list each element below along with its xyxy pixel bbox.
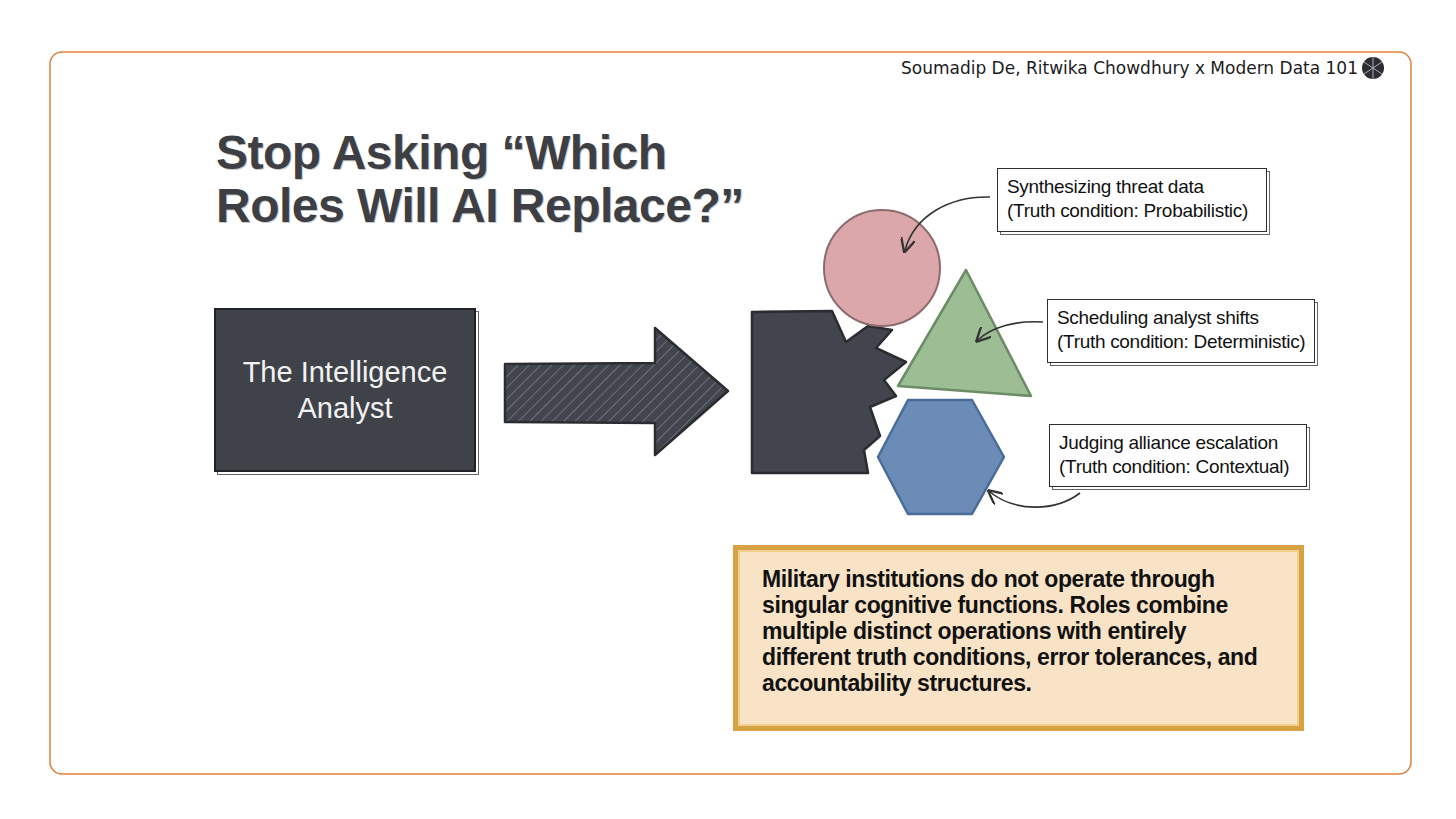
author-credit: Soumadip De, Ritwika Chowdhury x Modern … xyxy=(901,58,1358,78)
role-box: The Intelligence Analyst xyxy=(214,308,476,472)
hexagon-shape xyxy=(878,400,1004,514)
logo-icon xyxy=(1362,57,1384,79)
note-box: Military institutions do not operate thr… xyxy=(733,545,1304,731)
leader-line xyxy=(905,197,990,250)
frame-border xyxy=(50,52,1411,774)
node-subtext: (Truth condition: Contextual) xyxy=(1059,455,1297,479)
circle-shape xyxy=(824,210,940,326)
triangle-shape xyxy=(898,270,1031,396)
node-text: Military institutions do not operate thr… xyxy=(762,566,1277,696)
transform-arrow xyxy=(505,328,728,455)
node-text: Scheduling analyst shifts xyxy=(1057,306,1305,330)
leader-line xyxy=(978,322,1043,340)
callout-box: Judging alliance escalation(Truth condit… xyxy=(1049,424,1307,487)
node-subtext: (Truth condition: Deterministic) xyxy=(1057,330,1305,354)
node-text: The Intelligence Analyst xyxy=(232,354,458,426)
callout-box: Scheduling analyst shifts(Truth conditio… xyxy=(1047,299,1315,363)
node-subtext: (Truth condition: Probabilistic) xyxy=(1007,199,1257,223)
slide-title: Stop Asking “Which Roles Will AI Replace… xyxy=(216,126,806,232)
callout-box: Synthesizing threat data(Truth condition… xyxy=(997,168,1267,232)
leader-line xyxy=(990,492,1080,507)
node-text: Judging alliance escalation xyxy=(1059,431,1297,455)
node-text: Synthesizing threat data xyxy=(1007,175,1257,199)
